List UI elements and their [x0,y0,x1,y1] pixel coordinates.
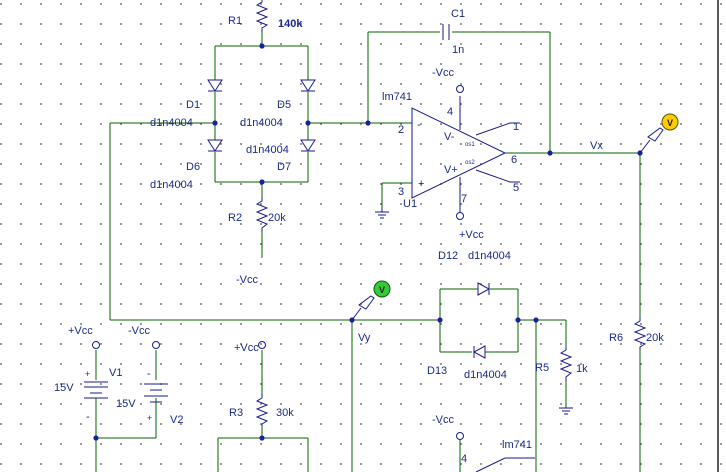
u1-vpos-supply: +Vcc [459,229,484,241]
junction-dot [305,120,311,126]
v1-supply: +Vcc [68,325,93,337]
junction-dot [259,179,265,185]
r2-value: 20k [268,212,286,224]
u1-vpos-sym: V+ [444,164,458,176]
u1-pin6: 6 [511,154,517,166]
probe-yellow-label: V [667,118,673,128]
u1-vneg-supply: -Vcc [432,67,455,79]
voltage-probe-vx[interactable]: V [639,113,679,154]
probe-green-label: V [379,285,385,295]
v1-ref: V1 [109,367,122,379]
net-label-vy: Vy [358,332,371,344]
opamp-u2[interactable]: -Vcc 4 lm741 [432,414,535,472]
c1-value: 1n [452,44,464,56]
r5-value: 1k [576,363,588,375]
c1-ref: C1 [451,8,465,20]
resistor-r1[interactable]: R1 140k [228,0,303,32]
v2-plus: + [147,413,152,423]
u1-plus: + [418,178,424,190]
battery-v1[interactable]: +Vcc + V1 15V - [54,325,122,423]
u1-model: lm741 [382,91,412,103]
v2-minus: - [147,368,151,380]
resistor-r5[interactable]: R5 1k [535,347,588,381]
u1-pin5: 5 [513,182,519,194]
u2-vneg-supply: -Vcc [432,414,455,426]
u2-pin4: 4 [461,453,467,465]
d1-model: d1n4004 [150,117,193,129]
u1-os1: os1 [465,142,475,148]
diode-d5[interactable]: D5 d1n4004 [240,79,316,129]
r3-value: 30k [276,407,294,419]
junction-dot [437,317,443,323]
r1-ref: R1 [228,15,242,27]
junction-dot [547,150,553,156]
diode-d6[interactable]: D6 d1n4004 [150,139,223,191]
u1-pin2: 2 [398,124,404,136]
d5-model: d1n4004 [240,117,283,129]
v2-ref: V2 [170,414,183,426]
diode-d1[interactable]: D1 d1n4004 [150,79,223,129]
d6-model: d1n4004 [150,179,193,191]
d12-model: d1n4004 [468,250,511,262]
r6-value: 20k [646,332,664,344]
net-label-vx: Vx [590,140,603,152]
d7-model: d1n4004 [246,144,289,156]
v2-value: 15V [116,398,136,410]
u1-pin3: 3 [398,186,404,198]
v2-supply: -Vcc [128,325,151,337]
probe-green-icon [373,280,391,298]
d7-ref: D7 [277,161,291,173]
battery-v2[interactable]: -Vcc - 15V + V2 [116,325,183,426]
d13-model: d1n4004 [464,369,507,381]
u1-pin1: 1 [513,121,519,133]
r1-value: 140k [278,18,303,30]
junction-dot [259,43,265,49]
d12-ref: D12 [438,250,458,262]
u1-vneg-sym: V- [444,131,455,143]
resistor-r3[interactable]: +Vcc R3 30k [229,341,294,427]
junction-dot [93,435,99,441]
d5-ref: D5 [277,99,291,111]
d6-ref: D6 [186,161,200,173]
u1-pin7: 7 [461,193,467,205]
junction-dot [515,317,521,323]
junction-dot [212,120,218,126]
ground-symbol-r5 [559,407,573,415]
r3-supply: +Vcc [234,342,259,354]
capacitor-c1[interactable]: C1 1n [442,8,465,56]
diode-d7[interactable]: d1n4004 D7 [246,139,316,173]
wires [95,31,641,472]
junction-dot [365,120,371,126]
junctions [93,43,643,441]
junction-dot [533,317,539,323]
u1-pin4: 4 [447,106,453,118]
d13-ref: D13 [427,365,447,377]
r3-ref: R3 [229,407,243,419]
r6-ref: R6 [609,332,623,344]
r5-ref: R5 [535,362,549,374]
opamp-u1[interactable]: lm741 -Vcc 4 2 - V- os1 os2 V+ + 3 U1 7 … [382,67,520,241]
vpos-terminal [456,212,464,220]
v1-minus: - [86,411,90,423]
v1-plus: + [85,369,90,379]
voltage-probe-vy[interactable]: V [351,280,391,321]
u1-ref: U1 [403,198,417,210]
u2-model: lm741 [502,439,532,451]
diode-d13[interactable]: D13 d1n4004 [427,345,507,381]
probe-yellow-icon [661,113,679,131]
r2-supply: -Vcc [236,274,259,286]
resistor-r6[interactable]: R6 20k [609,318,664,350]
v1-value: 15V [54,382,74,394]
resistor-r2[interactable]: R2 20k -Vcc [228,198,286,286]
u1-os2: os2 [465,160,475,166]
vneg-terminal [456,85,464,93]
ground-symbol [375,208,389,219]
diode-d12[interactable]: D12 d1n4004 [438,250,511,296]
u1-minus: - [417,119,421,131]
d1-ref: D1 [186,99,200,111]
junction-dot [259,435,265,441]
r2-ref: R2 [228,212,242,224]
